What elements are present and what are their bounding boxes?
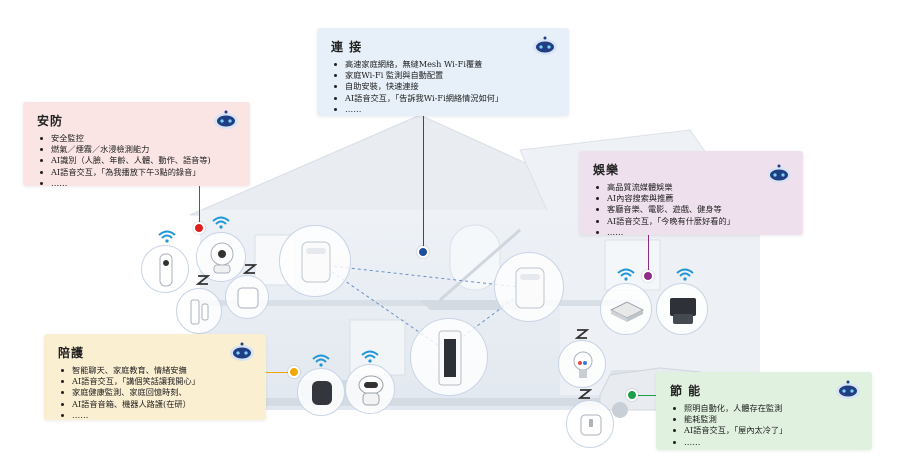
list-item: 安全監控 — [37, 133, 238, 144]
list-item: AI語音交互，「今晚有什麼好看的」 — [593, 216, 791, 227]
mesh-router-bubble[interactable] — [279, 225, 351, 297]
card-security: 安防 安全監控 燃氣／煙霧／水浸檢測能力 AI識別（人臉、年齡、人體、動作、語音… — [23, 102, 250, 189]
list-item: 智能聊天、家庭教育、情緒安撫 — [58, 365, 254, 376]
connector-line-security — [199, 186, 200, 224]
list-item: 高速家庭網絡，無縫Mesh Wi-Fi覆蓋 — [331, 59, 557, 70]
companion-robot — [358, 375, 384, 406]
mesh-router — [301, 241, 331, 283]
feature-list: 高速家庭網絡，無縫Mesh Wi-Fi覆蓋 家庭Wi-Fi 監測與自動配置 自助… — [331, 59, 557, 115]
robot-icon — [767, 164, 791, 183]
smart-doorbell — [159, 253, 173, 287]
card-companion: 陪護 智能聊天、家庭教育、情緒安撫 AI語音交互，「講個笑話讓我開心」 家庭健康… — [44, 334, 266, 420]
door-sensor-bubble[interactable] — [176, 288, 222, 334]
game-console-bubble[interactable] — [656, 283, 708, 335]
list-item: AI語音交互，「告訴我Wi-Fi網絡情況如何」 — [331, 93, 557, 104]
category-dot-connect — [417, 246, 429, 258]
list-item: …… — [331, 104, 557, 115]
zigbee-icon — [243, 264, 257, 274]
list-item: 高品質流媒體娛樂 — [593, 182, 791, 193]
smart-speaker-bubble[interactable] — [297, 368, 345, 416]
card-title: 娛樂 — [593, 163, 620, 177]
card-title: 節 能 — [670, 384, 702, 398]
smart-speaker — [312, 381, 332, 405]
wifi-icon — [212, 216, 230, 229]
card-title: 陪護 — [58, 346, 85, 360]
set-top-box-bubble[interactable] — [600, 283, 652, 335]
zigbee-icon — [196, 275, 210, 285]
card-connect: 連 接 高速家庭網絡，無縫Mesh Wi-Fi覆蓋 家庭Wi-Fi 監測與自動配… — [317, 28, 569, 116]
connector-line-energy — [638, 395, 656, 396]
main-router — [438, 330, 462, 386]
card-title: 連 接 — [331, 40, 363, 54]
list-item: …… — [58, 410, 254, 421]
smart-bulb-bubble[interactable] — [558, 340, 606, 388]
wifi-icon — [676, 268, 694, 281]
wifi-icon — [312, 354, 330, 367]
list-item: AI識別（人臉、年齡、人體、動作、語音等) — [37, 155, 238, 166]
mesh-router-bubble[interactable] — [494, 252, 564, 322]
connector-line-companion — [266, 372, 292, 373]
category-dot-entertainment — [642, 270, 654, 282]
wifi-icon — [361, 350, 379, 363]
wifi-icon — [158, 230, 176, 243]
set-top-box — [609, 301, 645, 322]
smart-plug — [237, 287, 259, 309]
card-title: 安防 — [37, 114, 64, 128]
main-router-bubble[interactable] — [410, 318, 488, 396]
list-item: 燃氣／煙霧／水浸檢測能力 — [37, 144, 238, 155]
smart-doorbell-bubble[interactable] — [141, 245, 189, 293]
list-item: 自助安裝，快速連接 — [331, 81, 557, 92]
security-camera — [210, 242, 234, 274]
category-dot-energy — [626, 389, 638, 401]
list-item: …… — [37, 178, 238, 189]
feature-list: 高品質流媒體娛樂 AI內容搜索與推薦 客廳音樂、電影、遊戲、健身等 AI語音交互… — [593, 182, 791, 238]
security-camera-bubble[interactable] — [196, 232, 246, 282]
category-dot-security — [193, 222, 205, 234]
game-console — [670, 298, 696, 324]
smart-switch — [580, 414, 602, 436]
list-item: …… — [670, 437, 860, 448]
list-item: AI語音交互，「講個笑話讓我開心」 — [58, 376, 254, 387]
list-item: AI內容搜索與推薦 — [593, 193, 791, 204]
robot-icon — [533, 36, 557, 55]
feature-list: 智能聊天、家庭教育、情緒安撫 AI語音交互，「講個笑話讓我開心」 家庭健康監測、… — [58, 365, 254, 421]
list-item: 照明自動化，人體存在監測 — [670, 403, 860, 414]
mesh-router — [515, 267, 545, 309]
feature-list: 照明自動化，人體存在監測 能耗監測 AI語音交互，「屋內太冷了」 …… — [670, 403, 860, 448]
smart-plug-bubble[interactable] — [225, 275, 269, 319]
zigbee-icon — [578, 389, 592, 399]
wifi-icon — [617, 268, 635, 281]
list-item: AI語音交互，「為我播放下午3點的錄音」 — [37, 167, 238, 178]
feature-list: 安全監控 燃氣／煙霧／水浸檢測能力 AI識別（人臉、年齡、人體、動作、語音等) … — [37, 133, 238, 189]
card-entertainment: 娛樂 高品質流媒體娛樂 AI內容搜索與推薦 客廳音樂、電影、遊戲、健身等 AI語… — [579, 151, 803, 238]
list-item: 能耗監測 — [670, 414, 860, 425]
smart-bulb — [573, 351, 593, 378]
list-item: 客廳音樂、電影、遊戲、健身等 — [593, 204, 791, 215]
connector-line-connect — [423, 116, 424, 251]
list-item: 家庭健康監測、家庭回憶時刻、 — [58, 387, 254, 398]
door-sensor — [190, 299, 209, 325]
robot-icon — [230, 342, 254, 361]
card-energy: 節 能 照明自動化，人體存在監測 能耗監測 AI語音交互，「屋內太冷了」 …… — [656, 372, 872, 450]
zigbee-icon — [575, 329, 589, 339]
robot-icon — [836, 380, 860, 399]
companion-robot-bubble[interactable] — [345, 364, 395, 414]
robot-icon — [214, 110, 238, 129]
list-item: AI語音交互，「屋內太冷了」 — [670, 425, 860, 436]
list-item: …… — [593, 227, 791, 238]
list-item: 家庭Wi-Fi 監測與自動配置 — [331, 70, 557, 81]
category-dot-companion — [288, 366, 300, 378]
smart-switch-bubble[interactable] — [566, 400, 614, 448]
connector-line-entertainment — [648, 235, 649, 273]
list-item: AI語音音箱、機器人路護(在研） — [58, 399, 254, 410]
